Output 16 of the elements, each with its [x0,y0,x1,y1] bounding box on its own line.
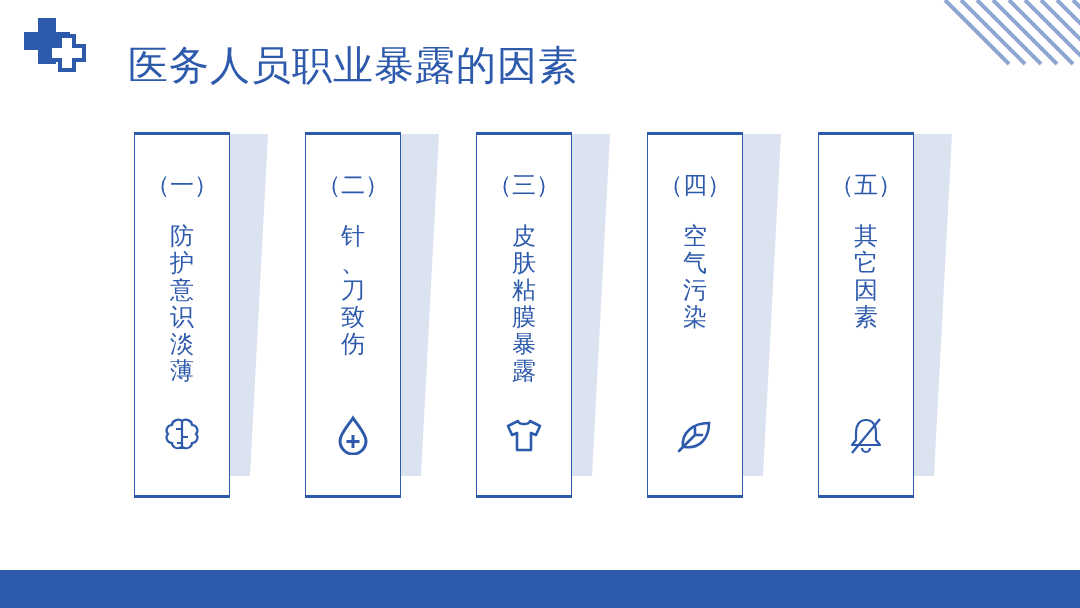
card-number: （二） [316,170,390,201]
factor-card [305,132,401,498]
factor-card [476,132,572,498]
card-text: 防护意识淡薄 [169,223,195,385]
card-text: 针、刀致伤 [340,223,366,358]
factor-card [134,132,230,498]
card-text: 皮肤粘膜暴露 [511,223,537,385]
card-number: （四） [658,170,732,201]
factor-card [818,132,914,498]
slide-title: 医务人员职业暴露的因素 [128,41,579,90]
factor-card [647,132,743,498]
card-text: 其它因素 [853,223,879,331]
card-number: （五） [829,170,903,201]
card-number: （一） [145,170,219,201]
card-number: （三） [487,170,561,201]
card-text: 空气污染 [682,223,708,331]
